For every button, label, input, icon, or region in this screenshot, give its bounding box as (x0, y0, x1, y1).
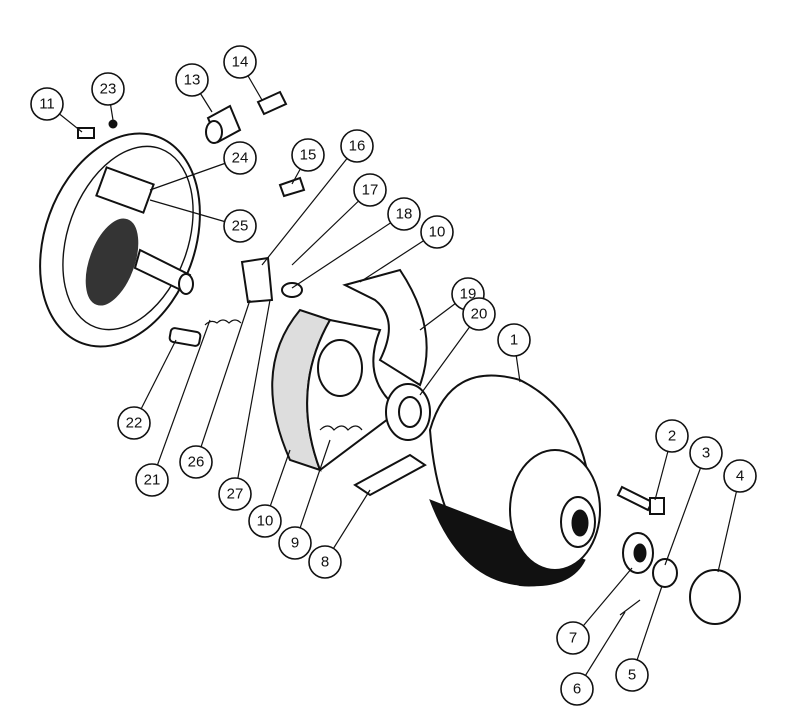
callout-number: 10 (429, 224, 446, 241)
callout-7: 7 (556, 621, 590, 655)
callout-number: 7 (569, 630, 577, 647)
callout-18: 18 (387, 197, 421, 231)
callout-circle (175, 63, 209, 97)
brake-drum (428, 374, 601, 587)
callout-14: 14 (223, 45, 257, 79)
callout-number: 4 (736, 468, 744, 485)
callout-6: 6 (560, 672, 594, 706)
backing-plate (39, 132, 201, 348)
callout-circle (91, 72, 125, 106)
leader-line (294, 439, 331, 544)
callout-20: 20 (462, 297, 496, 331)
callout-27: 27 (218, 477, 252, 511)
adjuster-parts (77, 90, 306, 347)
callout-number: 23 (100, 81, 117, 98)
callout-number: 27 (227, 486, 244, 503)
callout-number: 6 (573, 681, 581, 698)
callout-1: 1 (497, 323, 531, 357)
callout-circle (117, 406, 151, 440)
callout-circle (560, 672, 594, 706)
callout-number: 17 (362, 182, 379, 199)
callout-number: 10 (257, 513, 274, 530)
callout-10: 10 (248, 504, 282, 538)
callout-number: 5 (628, 667, 636, 684)
callout-number: 25 (232, 218, 249, 235)
callout-11: 11 (30, 87, 64, 121)
leader-line (261, 145, 358, 266)
callout-number: 22 (126, 415, 143, 432)
callout-circle (223, 141, 257, 175)
callout-2: 2 (655, 419, 689, 453)
callout-number: 13 (184, 72, 201, 89)
callout-number: 3 (702, 445, 710, 462)
callout-number: 26 (188, 454, 205, 471)
callout-17: 17 (353, 173, 387, 207)
callout-circle (556, 621, 590, 655)
callout-circle (223, 209, 257, 243)
leader-line (151, 319, 211, 481)
callout-13: 13 (175, 63, 209, 97)
callout-circle (291, 138, 325, 172)
callout-number: 14 (232, 54, 249, 71)
callout-circle (179, 445, 213, 479)
inner-bearing (385, 383, 431, 441)
callout-8: 8 (308, 545, 342, 579)
callout-circle (248, 504, 282, 538)
callout-number: 15 (300, 147, 317, 164)
callout-number: 20 (471, 306, 488, 323)
callout-number: 11 (39, 96, 55, 113)
callout-number: 8 (321, 554, 329, 571)
callout-circle (723, 459, 757, 493)
leader-line (291, 189, 371, 266)
hub-hardware (616, 485, 741, 625)
leader-line (234, 299, 271, 495)
callout-circle (340, 129, 374, 163)
callout-4: 4 (723, 459, 757, 493)
callout-26: 26 (179, 445, 213, 479)
callout-number: 18 (396, 206, 413, 223)
callout-number: 19 (460, 286, 477, 303)
callout-24: 24 (223, 141, 257, 175)
leader-line (195, 299, 251, 463)
callout-circle (462, 297, 496, 331)
callout-5: 5 (615, 658, 649, 692)
callout-number: 24 (232, 150, 249, 167)
callout-circle (420, 215, 454, 249)
callout-circle (135, 463, 169, 497)
leader-line (291, 213, 405, 289)
callout-21: 21 (135, 463, 169, 497)
callout-16: 16 (340, 129, 374, 163)
brake-shoes (271, 268, 428, 497)
callout-circle (497, 323, 531, 357)
callout-23: 23 (91, 72, 125, 106)
callout-circle (353, 173, 387, 207)
callout-number: 2 (668, 428, 676, 445)
callout-3: 3 (689, 436, 723, 470)
callout-circle (689, 436, 723, 470)
callout-circle (223, 45, 257, 79)
leader-line (664, 452, 707, 566)
callout-circle (655, 419, 689, 453)
callout-10: 10 (420, 215, 454, 249)
callout-22: 22 (117, 406, 151, 440)
callout-number: 1 (510, 332, 518, 349)
callout-25: 25 (223, 209, 257, 243)
callout-circle (278, 526, 312, 560)
callout-9: 9 (278, 526, 312, 560)
callout-circle (30, 87, 64, 121)
callout-circle (387, 197, 421, 231)
callout-15: 15 (291, 138, 325, 172)
callout-circle (615, 658, 649, 692)
callout-number: 16 (349, 138, 366, 155)
callout-circle (308, 545, 342, 579)
callout-circle (218, 477, 252, 511)
callout-number: 21 (144, 472, 161, 489)
callout-number: 9 (291, 535, 299, 552)
